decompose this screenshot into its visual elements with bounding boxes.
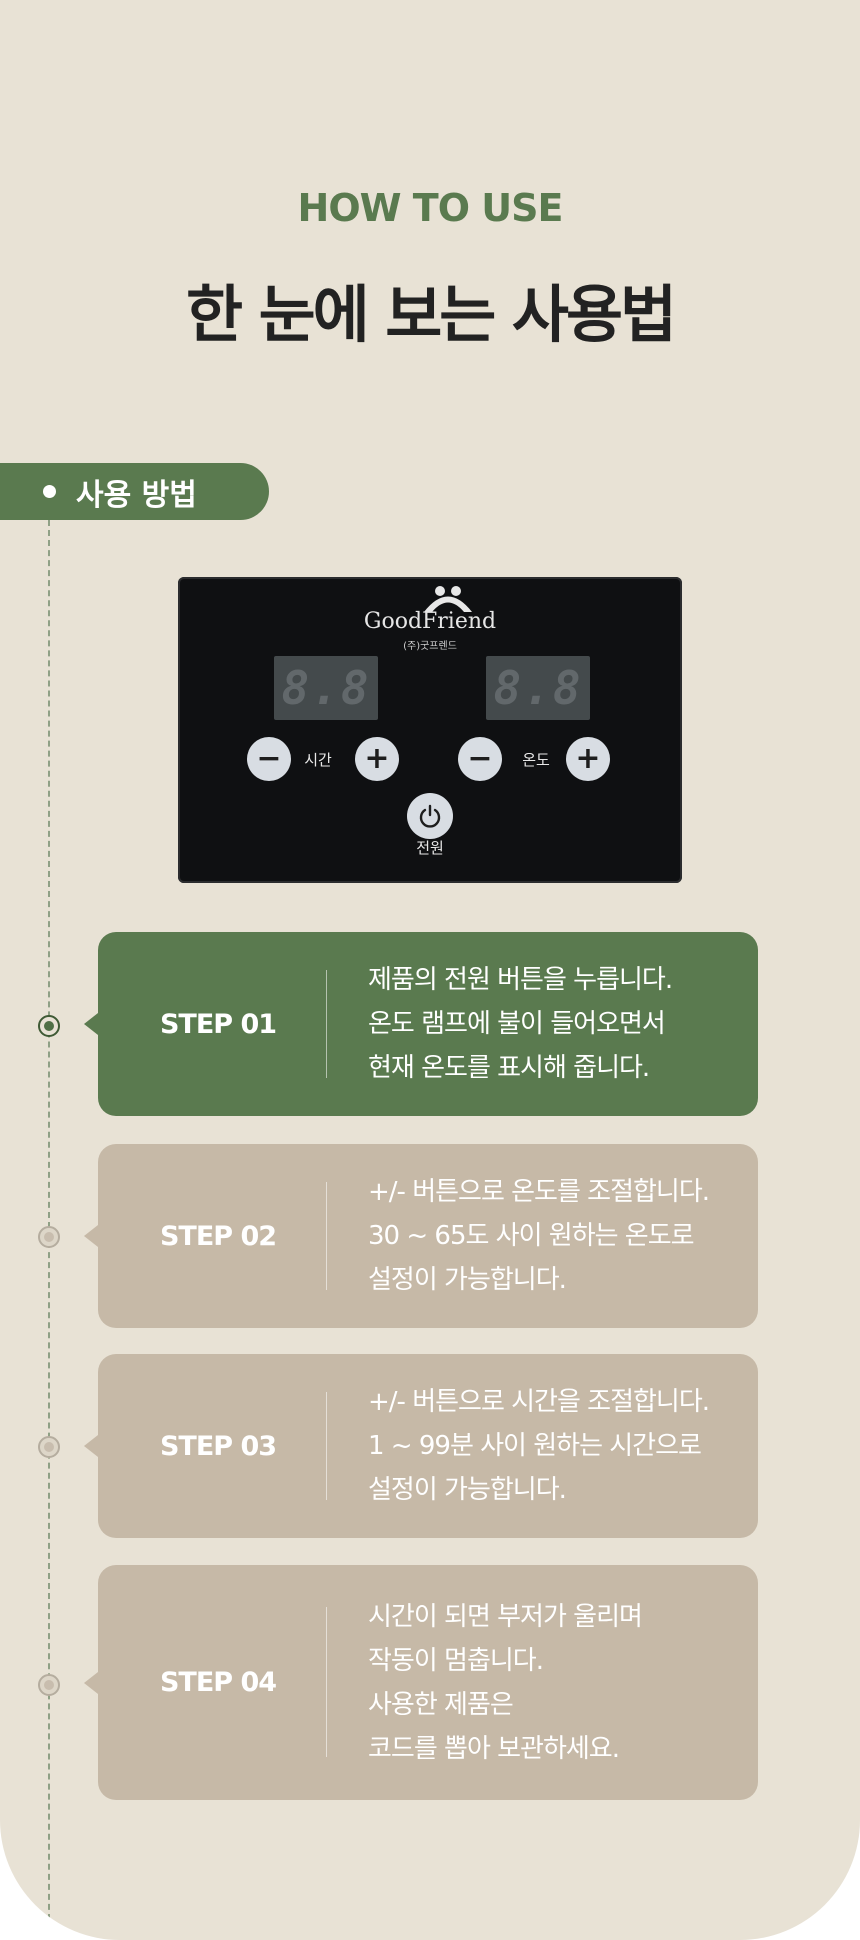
page-title: 한 눈에 보는 사용법 xyxy=(185,278,677,351)
step-divider xyxy=(326,1607,327,1757)
step-card-03: STEP 03 +/- 버튼으로 시간을 조절합니다. 1 ~ 99분 사이 원… xyxy=(84,1354,758,1538)
section-label-pill: 사용 방법 xyxy=(0,463,269,520)
temperature-plus-button[interactable]: + xyxy=(566,737,610,781)
timeline-node-step-01 xyxy=(38,1015,60,1037)
step-text-line: 현재 온도를 표시해 줍니다. xyxy=(368,1053,650,1083)
step-text-line: 온도 램프에 불이 들어오면서 xyxy=(368,1009,666,1039)
step-text-line: 사용한 제품은 xyxy=(368,1690,514,1720)
step-text-line: +/- 버튼으로 시간을 조절합니다. xyxy=(368,1387,710,1417)
step-text-line: 1 ~ 99분 사이 원하는 시간으로 xyxy=(368,1431,702,1461)
time-plus-button[interactable]: + xyxy=(355,737,399,781)
timeline-node-step-04 xyxy=(38,1674,60,1696)
section-label: 사용 방법 xyxy=(76,477,197,513)
step-description: 시간이 되면 부저가 울리며 작동이 멈춥니다. 사용한 제품은 코드를 뽑아 … xyxy=(368,1595,738,1771)
step-description: +/- 버튼으로 시간을 조절합니다. 1 ~ 99분 사이 원하는 시간으로 … xyxy=(368,1380,738,1512)
step-card-04: STEP 04 시간이 되면 부저가 울리며 작동이 멈춥니다. 사용한 제품은… xyxy=(84,1565,758,1800)
control-panel-image: GoodFriend (주)굿프렌드 8.8 8.8 − 시간 + − 온도 +… xyxy=(178,577,682,883)
temperature-display: 8.8 xyxy=(486,656,590,720)
step-card-02: STEP 02 +/- 버튼으로 온도를 조절합니다. 30 ~ 65도 사이 … xyxy=(84,1144,758,1328)
time-label: 시간 xyxy=(304,751,332,769)
step-divider xyxy=(326,1392,327,1500)
step-text-line: 시간이 되면 부저가 울리며 xyxy=(368,1602,643,1632)
step-text-line: 설정이 가능합니다. xyxy=(368,1265,567,1295)
step-text-line: 코드를 뽑아 보관하세요. xyxy=(368,1734,620,1764)
step-card-01: STEP 01 제품의 전원 버튼을 누릅니다. 온도 램프에 불이 들어오면서… xyxy=(84,932,758,1116)
timeline-node-step-02 xyxy=(38,1226,60,1248)
step-label: STEP 02 xyxy=(159,1220,277,1252)
power-label: 전원 xyxy=(416,839,444,857)
brand-subtitle: (주)굿프렌드 xyxy=(403,641,457,652)
step-description: +/- 버튼으로 온도를 조절합니다. 30 ~ 65도 사이 원하는 온도로 … xyxy=(368,1170,738,1302)
step-text-line: 설정이 가능합니다. xyxy=(368,1475,567,1505)
step-text-line: 작동이 멈춥니다. xyxy=(368,1646,544,1676)
power-icon xyxy=(419,804,441,828)
temperature-minus-button[interactable]: − xyxy=(458,737,502,781)
power-button[interactable] xyxy=(407,793,453,839)
step-text-line: +/- 버튼으로 온도를 조절합니다. xyxy=(368,1177,710,1207)
time-display: 8.8 xyxy=(274,656,378,720)
step-divider xyxy=(326,970,327,1078)
step-label: STEP 01 xyxy=(159,1008,277,1040)
step-label: STEP 03 xyxy=(159,1430,277,1462)
goodfriend-logo-icon xyxy=(424,586,472,612)
step-text-line: 제품의 전원 버튼을 누릅니다. xyxy=(368,965,673,995)
step-divider xyxy=(326,1182,327,1290)
section-eyebrow: HOW TO USE xyxy=(297,186,564,230)
step-label: STEP 04 xyxy=(159,1667,277,1698)
step-description: 제품의 전원 버튼을 누릅니다. 온도 램프에 불이 들어오면서 현재 온도를 … xyxy=(368,958,738,1090)
temperature-label: 온도 xyxy=(522,751,550,769)
bullet-dot-icon xyxy=(43,485,56,498)
step-text-line: 30 ~ 65도 사이 원하는 온도로 xyxy=(368,1221,695,1251)
timeline-node-step-03 xyxy=(38,1436,60,1458)
time-minus-button[interactable]: − xyxy=(247,737,291,781)
brand-name: GoodFriend xyxy=(363,609,497,634)
